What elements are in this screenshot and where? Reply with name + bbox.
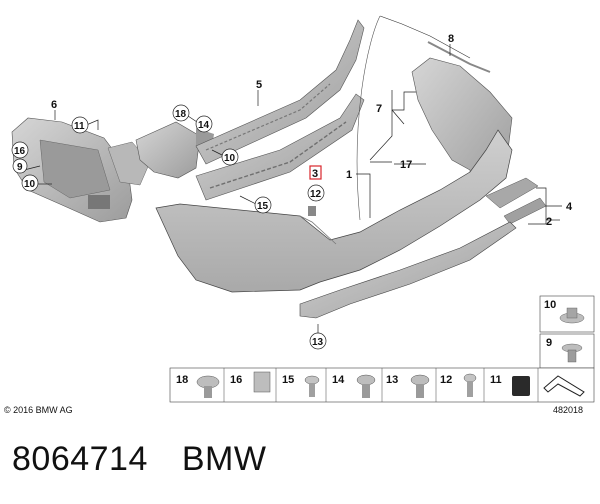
callout-15: 15 bbox=[257, 201, 269, 212]
callout-7: 7 bbox=[376, 103, 382, 115]
brand-name: BMW bbox=[181, 440, 267, 478]
callout-1: 1 bbox=[346, 169, 352, 181]
legend-9-label: 9 bbox=[546, 337, 552, 349]
callout-10-left: 10 bbox=[24, 179, 36, 190]
callout-5: 5 bbox=[256, 79, 262, 91]
legend-side: 10 9 bbox=[539, 295, 595, 369]
callout-2: 2 bbox=[546, 216, 552, 228]
part-13-diffuser bbox=[299, 221, 517, 319]
callout-3: 3 bbox=[312, 168, 318, 180]
callout-17: 17 bbox=[400, 159, 412, 171]
callout-11: 11 bbox=[74, 121, 85, 132]
legend-16-label: 16 bbox=[230, 374, 242, 386]
callout-9: 9 bbox=[17, 162, 23, 173]
legend-15-label: 15 bbox=[282, 374, 294, 386]
diagram-number: 482018 bbox=[553, 405, 584, 415]
callout-6: 6 bbox=[51, 99, 57, 111]
legend-13-label: 13 bbox=[386, 374, 398, 386]
callout-10-mid: 10 bbox=[224, 153, 236, 164]
continuation-arrow-icon bbox=[543, 375, 585, 397]
legend-11-label: 11 bbox=[490, 374, 502, 386]
footer-caption: 8064714 BMW bbox=[12, 440, 266, 479]
callout-16: 16 bbox=[14, 146, 26, 157]
part-6-left-bracket bbox=[11, 117, 151, 223]
legend-18-label: 18 bbox=[176, 374, 188, 386]
part-5-carrier bbox=[195, 19, 365, 165]
leader-lines bbox=[23, 44, 562, 334]
part-3-absorber bbox=[195, 93, 365, 201]
callouts: 6 11 16 9 10 18 14 5 10 15 3 12 7 1 17 8… bbox=[11, 33, 573, 350]
part-12-clip bbox=[308, 206, 316, 216]
part-number: 8064714 bbox=[12, 440, 148, 478]
callout-18: 18 bbox=[175, 109, 187, 120]
callout-12: 12 bbox=[310, 189, 322, 200]
legend-strip: 18 16 15 14 13 12 11 bbox=[169, 367, 595, 403]
callout-14: 14 bbox=[198, 120, 210, 131]
callout-8: 8 bbox=[448, 33, 454, 45]
legend-12-label: 12 bbox=[440, 374, 452, 386]
copyright-text: © 2016 BMW AG bbox=[4, 405, 73, 415]
callout-4: 4 bbox=[566, 201, 573, 213]
callout-13: 13 bbox=[312, 337, 324, 348]
parts-diagram: 6 11 16 9 10 18 14 5 10 15 3 12 7 1 17 8… bbox=[11, 15, 595, 403]
legend-10-label: 10 bbox=[544, 299, 556, 311]
legend-14-label: 14 bbox=[332, 374, 345, 386]
